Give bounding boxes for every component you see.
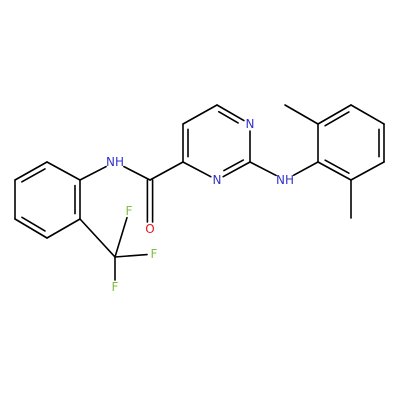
- double-bond-outer: [14, 218, 48, 239]
- atom-label-f-2: F: [151, 247, 158, 261]
- atom-label-n-amine: NH: [276, 173, 294, 187]
- single-bond: [182, 104, 218, 125]
- double-bond-inner: [324, 111, 350, 127]
- double-bond-inner: [217, 110, 239, 124]
- single-bond: [114, 216, 128, 258]
- double-bond-outer: [317, 161, 352, 181]
- single-bond: [46, 161, 81, 181]
- single-bond: [284, 104, 319, 125]
- single-bond: [79, 165, 107, 181]
- atom-labels: NH O N N NH F F F: [106, 117, 294, 294]
- double-bond-outer: [317, 104, 352, 125]
- atom-label-o-amide: O: [145, 222, 154, 236]
- double-bond-inner: [21, 168, 46, 183]
- single-bond: [350, 161, 385, 181]
- double-bond-outer: [222, 161, 251, 178]
- atom-label-n-amide: NH: [106, 155, 124, 169]
- double-bond-inner: [324, 159, 350, 174]
- single-bond: [46, 218, 81, 239]
- single-bond: [114, 253, 148, 258]
- single-bond: [123, 165, 151, 181]
- atom-label-n-pyr1: N: [246, 117, 255, 131]
- atom-label-f-3: F: [112, 280, 119, 294]
- single-bond: [350, 104, 385, 125]
- bonds: [14, 104, 385, 281]
- single-bond: [149, 161, 184, 181]
- atom-label-n-pyr3: N: [213, 173, 222, 187]
- double-bond-inner: [21, 216, 46, 232]
- single-bond: [182, 161, 212, 178]
- atom-label-f-1: F: [126, 204, 133, 218]
- single-bond: [79, 218, 116, 258]
- single-bond: [249, 161, 277, 177]
- double-bond-inner: [223, 159, 245, 172]
- double-bond-outer: [216, 104, 245, 122]
- single-bond: [292, 161, 319, 177]
- double-bond-outer: [14, 161, 48, 181]
